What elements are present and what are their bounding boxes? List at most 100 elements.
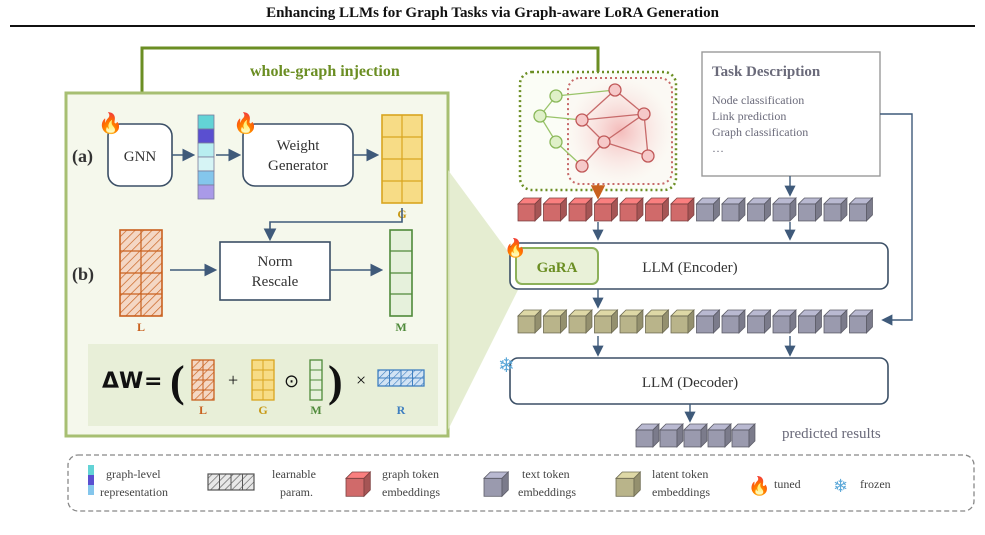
legend-learnable-label: param. [280, 485, 313, 499]
text-token-cube [797, 309, 823, 334]
latent-token-cube [517, 309, 542, 334]
latent-token-cube [593, 309, 619, 334]
legend-learnable-swatch [207, 473, 255, 491]
norm-rescale-label-2: Rescale [252, 274, 299, 290]
formula-times: × [356, 370, 366, 390]
legend-graph-level-swatch [88, 465, 94, 495]
llm-decoder-box [509, 357, 889, 405]
formula-l-label: L [199, 403, 207, 417]
zoom-funnel [448, 170, 518, 430]
text-token-cube [695, 197, 721, 222]
legend-box [67, 454, 975, 512]
output-token-cube [707, 423, 732, 448]
legend-learnable-label: learnable [272, 467, 316, 481]
text-token-cube [721, 197, 746, 222]
llm-encoder-box [509, 242, 889, 290]
graph-token-cube [542, 197, 568, 222]
legend-graph-level-label: representation [100, 485, 168, 499]
fire-icon: 🔥 [504, 237, 526, 258]
formula-matrix-l [191, 359, 215, 401]
text-token-cube [746, 197, 772, 222]
graph-nodes [533, 83, 655, 173]
output-token-cube [683, 423, 708, 448]
task-item: Node classification [712, 93, 804, 107]
text-token-cube [721, 309, 746, 334]
formula-equals: = [144, 369, 162, 394]
label-a: (a) [72, 146, 93, 167]
weight-generator-box [242, 123, 354, 187]
legend-tuned-label: tuned [774, 477, 801, 491]
text-token-cube [848, 197, 874, 222]
legend-graph-token-label: graph token [382, 467, 439, 481]
latent-token-cube [644, 309, 670, 334]
task-item: Link prediction [712, 109, 786, 123]
matrix-l [119, 229, 163, 317]
legend-latent-token-label: latent token [652, 467, 708, 481]
formula-m-label: M [310, 403, 321, 417]
formula-close-paren: ) [328, 357, 343, 406]
formula-matrix-m [309, 359, 323, 401]
formula-lhs: ΔW [102, 369, 143, 394]
title-rule [10, 25, 975, 27]
text-token-cube [695, 309, 721, 334]
gara-box [515, 247, 599, 285]
matrix-m-label: M [395, 320, 406, 334]
text-token-cube [848, 309, 874, 334]
output-token-cube [635, 423, 660, 448]
gnn-label: GNN [124, 149, 157, 165]
task-item: Graph classification [712, 125, 808, 139]
legend-text-token-label: embeddings [518, 485, 576, 499]
formula-open-paren: ( [170, 357, 185, 406]
text-token-cube [823, 197, 848, 222]
text-token-cube [772, 309, 797, 334]
predicted-results-label: predicted results [782, 426, 881, 442]
norm-rescale-label-1: Norm [258, 254, 293, 270]
text-token-cube [746, 309, 772, 334]
formula-r-label: R [397, 403, 406, 417]
output-token-cube [659, 423, 684, 448]
graph-level-representation [197, 114, 215, 200]
weight-generator-label-1: Weight [277, 138, 321, 154]
norm-rescale-box [219, 241, 331, 301]
latent-token-cube [542, 309, 568, 334]
latent-token-cube [619, 309, 644, 334]
formula-matrix-r [377, 369, 425, 387]
formula-matrix-g [251, 359, 275, 401]
text-token-cube [823, 309, 848, 334]
legend-text-token-cube [483, 471, 510, 498]
legend-latent-token-label: embeddings [652, 485, 710, 499]
legend-graph-level-label: graph-level [106, 467, 161, 481]
gara-label: GaRA [537, 260, 578, 276]
graph-token-cube [670, 197, 695, 222]
snowflake-icon: ❄ [498, 353, 515, 377]
input-token-row [517, 197, 874, 222]
legend-frozen-label: frozen [860, 477, 891, 491]
graph-token-cube [619, 197, 644, 222]
latent-token-cube [568, 309, 593, 334]
task-item: … [712, 141, 724, 155]
llm-encoder-label: LLM (Encoder) [642, 260, 737, 276]
fire-icon: 🔥 [748, 475, 770, 496]
formula-odot: ⊙ [284, 371, 299, 392]
legend-graph-token-cube [345, 471, 372, 498]
page-title: Enhancing LLMs for Graph Tasks via Graph… [266, 5, 719, 21]
fire-icon: 🔥 [98, 111, 123, 135]
weight-generator-label-2: Generator [268, 158, 328, 174]
legend-graph-token-label: embeddings [382, 485, 440, 499]
latent-token-cube [670, 309, 695, 334]
legend-text-token-label: text token [522, 467, 570, 481]
task-description-box [701, 51, 881, 177]
graph-token-cube [593, 197, 619, 222]
graph-token-cube [644, 197, 670, 222]
text-token-cube [772, 197, 797, 222]
label-b: (b) [72, 264, 94, 285]
text-token-cube [797, 197, 823, 222]
fire-icon: 🔥 [233, 111, 258, 135]
matrix-g [381, 114, 423, 204]
injection-label: whole-graph injection [250, 63, 400, 80]
graph-token-cube [517, 197, 542, 222]
llm-decoder-label: LLM (Decoder) [642, 375, 738, 391]
output-token-cube [731, 423, 756, 448]
matrix-l-label: L [137, 320, 145, 334]
